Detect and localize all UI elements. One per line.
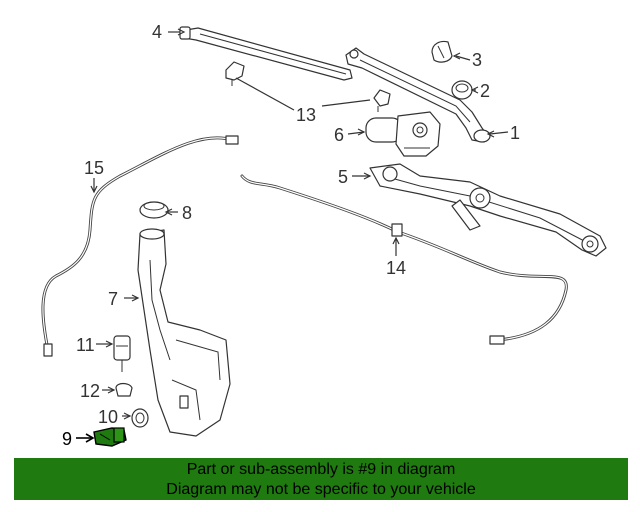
callout-14: 14 <box>386 258 406 278</box>
part-7-reservoir <box>137 228 231 437</box>
callout-3: 3 <box>472 50 482 70</box>
info-banner: Part or sub-assembly is #9 in diagram Di… <box>14 458 628 500</box>
part-14-washer-hose <box>240 174 568 345</box>
callout-8: 8 <box>182 203 192 223</box>
part-13-nozzle-left <box>225 61 245 86</box>
callout-9[interactable]: 9 <box>62 429 72 449</box>
callout-1: 1 <box>510 123 520 143</box>
part-10-seal <box>131 408 149 428</box>
callout-12: 12 <box>80 381 100 401</box>
part-6-wiper-motor <box>365 111 441 157</box>
part-12-grommet <box>115 382 133 397</box>
callout-2: 2 <box>480 81 490 101</box>
parts-diagram: 4 1 2 3 13 6 5 8 14 15 7 11 12 10 9 <box>41 22 607 449</box>
part-2-cap <box>451 80 473 100</box>
part-15-washer-hose <box>41 135 239 357</box>
banner-line-2: Diagram may not be specific to your vehi… <box>166 481 476 498</box>
callout-13: 13 <box>296 105 316 125</box>
callout-10: 10 <box>98 407 118 427</box>
callout-6: 6 <box>334 125 344 145</box>
banner-line-1: Part or sub-assembly is #9 in diagram <box>186 461 456 478</box>
part-5-linkage <box>369 163 607 257</box>
part-8-filler-cap <box>139 201 169 219</box>
part-1-wiper-arm <box>345 47 491 143</box>
part-9-highlighted[interactable] <box>93 427 127 447</box>
part-13-nozzle-right <box>373 89 391 112</box>
callout-11: 11 <box>76 335 95 355</box>
callout-4: 4 <box>152 22 162 42</box>
part-11-pump <box>113 335 131 372</box>
part-3-cap <box>431 40 453 63</box>
callout-5: 5 <box>338 167 348 187</box>
leader-lines <box>76 28 509 443</box>
callout-7: 7 <box>108 289 118 309</box>
part-4-wiper-arm <box>179 26 353 81</box>
callout-15: 15 <box>84 158 104 178</box>
